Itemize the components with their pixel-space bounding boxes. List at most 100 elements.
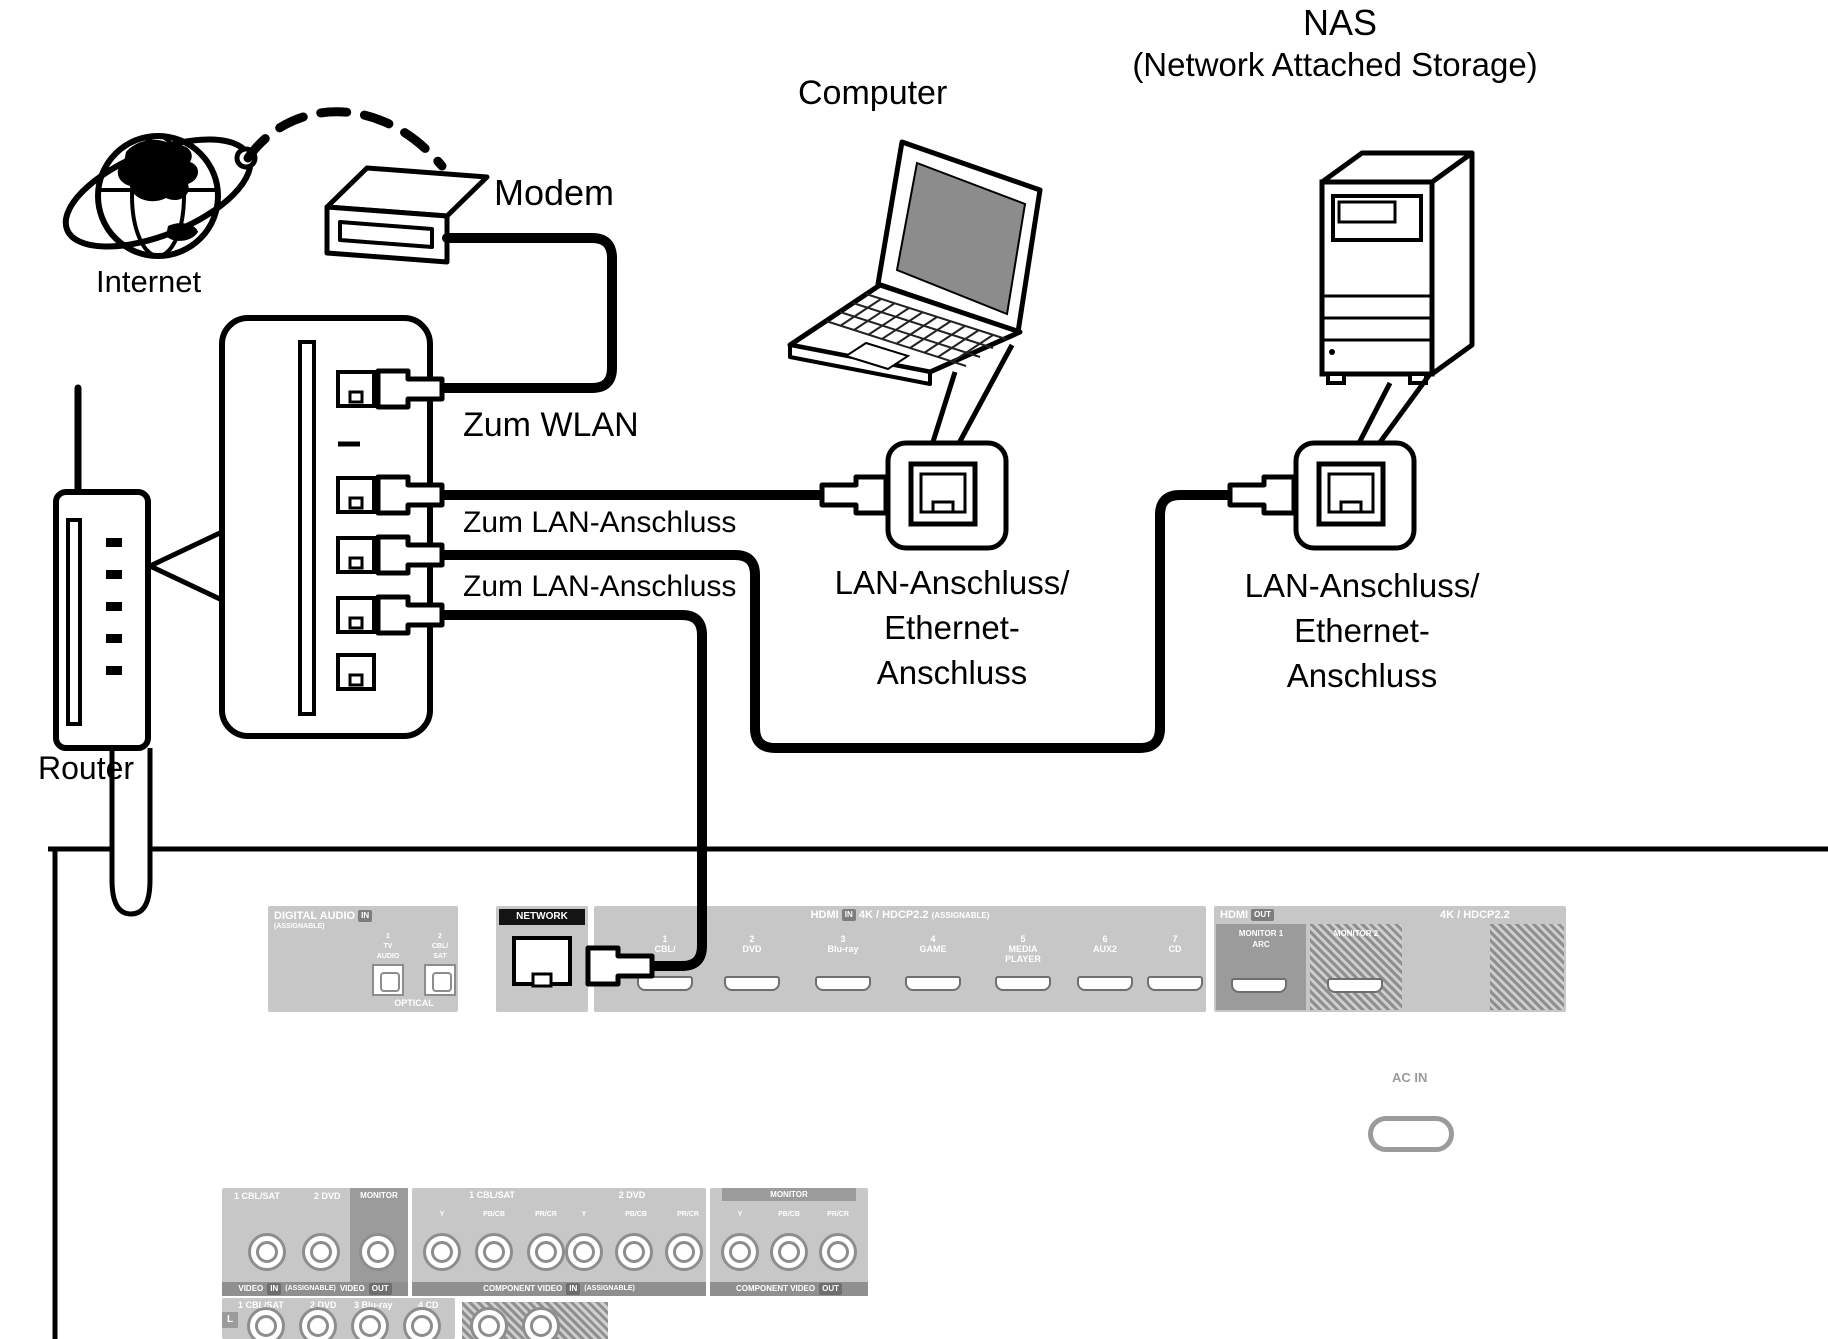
assignable-label: (ASSIGNABLE) xyxy=(584,1285,635,1292)
rca-connector-icon xyxy=(527,1233,565,1271)
pr-label: PR/CR xyxy=(677,1211,699,1218)
y-label: Y xyxy=(737,1211,743,1218)
receiver-panel-edge xyxy=(48,846,1828,1339)
optical-connector-icon xyxy=(372,964,404,996)
rca-connector-icon xyxy=(665,1233,703,1271)
port-name: Blu-ray xyxy=(827,944,859,954)
digital-audio-label: DIGITAL AUDIO xyxy=(274,910,356,922)
hdmi-port-label: 6 AUX2 xyxy=(1065,934,1145,954)
hdmi-connector-icon xyxy=(724,976,780,991)
component-out-block: MONITOR Y PB/CB PR/CR COMPONENT VIDEO OU… xyxy=(710,1188,868,1296)
optical-label: OPTICAL xyxy=(394,998,434,1008)
hdmi-connector-icon xyxy=(995,976,1051,991)
lan-anschluss-computer-label: LAN-Anschluss/ Ethernet- Anschluss xyxy=(812,560,1092,695)
network-title: NETWORK xyxy=(499,909,585,925)
analog-cblsat-label: 1 CBL/SAT xyxy=(238,1300,284,1310)
hdmi-connector-icon xyxy=(637,976,693,991)
hatched-area xyxy=(1490,924,1564,1010)
hdmi-out-header: HDMI OUT xyxy=(1220,909,1275,922)
port-name: PLAYER xyxy=(1005,954,1041,964)
monitor-label: MONITOR xyxy=(360,1191,398,1200)
analog-dvd-label: 2 DVD xyxy=(310,1300,337,1310)
port-name: AUX2 xyxy=(1092,944,1117,954)
rca-connector-icon xyxy=(359,1233,397,1271)
in-badge: IN xyxy=(358,910,373,922)
arc-label: ARC xyxy=(1252,940,1270,949)
pointer-lines xyxy=(1355,372,1433,447)
zum-wlan-label: Zum WLAN xyxy=(463,406,639,444)
hdmi-connector-icon xyxy=(815,976,871,991)
label-line: Anschluss xyxy=(1286,657,1438,694)
hdmi-label: HDMI xyxy=(1220,909,1249,921)
port-name: TV xyxy=(383,943,393,950)
pr-label: PR/CR xyxy=(827,1211,849,1218)
ethernet-cable-nas xyxy=(425,490,1250,753)
y-label: Y xyxy=(581,1211,587,1218)
component-video-label: COMPONENT VIDEO xyxy=(735,1284,816,1293)
in-badge: IN xyxy=(566,1283,581,1295)
hdcp-spec-label: 4K / HDCP2.2 xyxy=(858,909,929,921)
port-name: DVD xyxy=(742,944,762,954)
port-number: 2 xyxy=(749,934,755,944)
zum-lan-label-2: Zum LAN-Anschluss xyxy=(463,570,737,603)
in-badge: IN xyxy=(267,1283,282,1295)
hdmi-port-label: 4 GAME xyxy=(893,934,973,954)
rca-connector-icon xyxy=(247,1307,285,1339)
ethernet-plug-icon xyxy=(375,368,1297,987)
component-cblsat-label: 1 CBL/SAT xyxy=(469,1190,515,1200)
optical-port1-label: 1 TV AUDIO xyxy=(358,932,418,962)
modem-label: Modem xyxy=(494,172,615,213)
component-monitor-bar: MONITOR xyxy=(722,1188,856,1201)
label-line: LAN-Anschluss/ xyxy=(1244,567,1480,604)
hdmi-port-label: 1 CBL/ xyxy=(625,934,705,954)
hdmi-port-label: 2 DVD xyxy=(712,934,792,954)
rca-connector-icon xyxy=(302,1233,340,1271)
zoom-wedge xyxy=(147,529,224,603)
lan-port-icon xyxy=(1293,440,1417,551)
internet-globe-icon xyxy=(62,133,258,259)
port-name: CBL/ xyxy=(431,943,449,950)
component-dvd-label: 2 DVD xyxy=(618,1190,646,1200)
optical-connector-icon xyxy=(424,964,456,996)
in-badge: IN xyxy=(841,909,856,921)
router-label: Router xyxy=(38,750,135,786)
rca-connector-icon xyxy=(522,1307,560,1339)
port-number: 7 xyxy=(1172,934,1178,944)
hdmi-label: HDMI xyxy=(810,909,839,921)
analog-cd-label: 4 CD xyxy=(418,1300,439,1310)
port-number: 6 xyxy=(1102,934,1108,944)
component-video-label: COMPONENT VIDEO xyxy=(483,1284,563,1293)
router-downlink-cable xyxy=(109,748,153,917)
rca-connector-icon xyxy=(615,1233,653,1271)
lan-port-icon xyxy=(885,440,1009,551)
port-number: 1 xyxy=(662,934,668,944)
laptop-icon xyxy=(787,139,1043,447)
optical-port2-label: 2 CBL/ SAT xyxy=(410,932,470,962)
port-number: 2 xyxy=(438,933,442,940)
label-line: Ethernet- xyxy=(1294,612,1430,649)
video-block: 1 CBL/SAT 2 DVD MONITOR VIDEO IN (ASSIGN… xyxy=(222,1188,408,1296)
port-name: GAME xyxy=(919,944,947,954)
monitor2-label: MONITOR 2 xyxy=(1333,929,1379,938)
component-out-bar: COMPONENT VIDEO OUT xyxy=(710,1282,868,1296)
hdmi-port-label: 7 CD xyxy=(1145,934,1205,954)
video-label: VIDEO xyxy=(238,1284,264,1293)
port-name: MEDIA xyxy=(1008,944,1038,954)
out-badge: OUT xyxy=(368,1283,392,1295)
video-dvd-label: 2 DVD xyxy=(314,1191,341,1201)
rca-connector-icon xyxy=(403,1307,441,1339)
digital-audio-block: DIGITAL AUDIO IN (ASSIGNABLE) 1 TV AUDIO… xyxy=(268,906,458,1012)
hatched-area xyxy=(462,1302,608,1339)
port-number: 5 xyxy=(1020,934,1026,944)
rca-connector-icon xyxy=(248,1233,286,1271)
assignable-label: (ASSIGNABLE) xyxy=(285,1285,336,1292)
analog-audio-block: 1 CBL/SAT 2 DVD 3 Blu-ray 4 CD L xyxy=(222,1298,455,1339)
monitor1-label: MONITOR 1 xyxy=(1238,929,1284,938)
pr-label: PR/CR xyxy=(535,1211,557,1218)
computer-label: Computer xyxy=(798,74,948,112)
component-in-bar: COMPONENT VIDEO IN (ASSIGNABLE) xyxy=(412,1282,706,1296)
nas-title: NAS xyxy=(1302,2,1378,43)
port-name: SAT xyxy=(433,953,447,960)
